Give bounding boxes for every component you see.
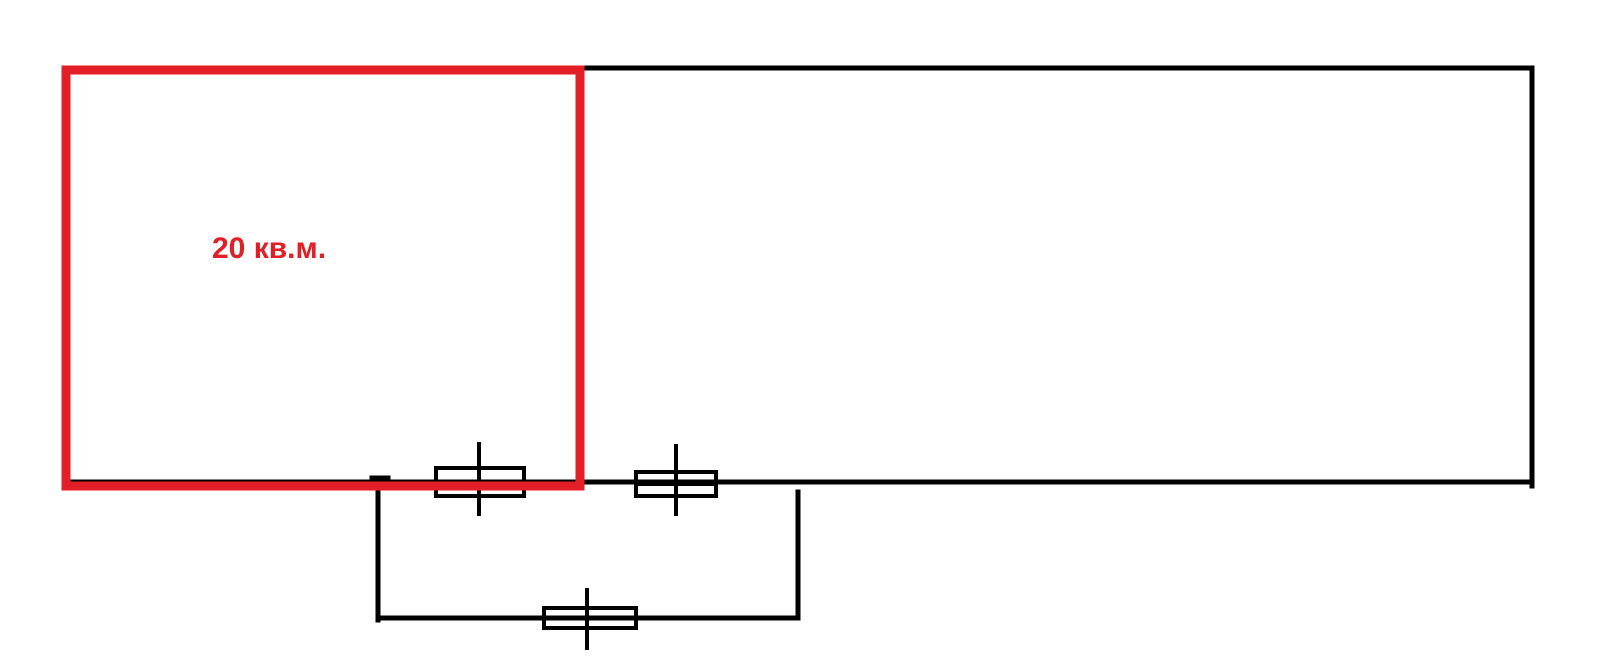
window-2 bbox=[634, 444, 718, 516]
highlighted-room-outline bbox=[61, 65, 585, 491]
window-3 bbox=[542, 588, 638, 650]
window-1 bbox=[434, 442, 526, 516]
building-outline bbox=[63, 65, 1535, 489]
room-area-label: 20 кв.м. bbox=[212, 232, 326, 265]
